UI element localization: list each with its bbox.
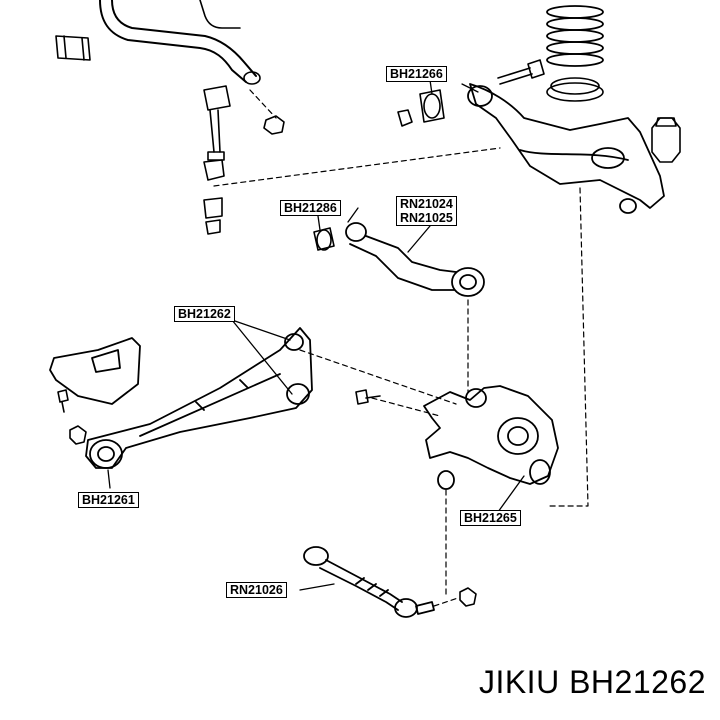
stabilizer-bar <box>99 0 261 85</box>
lower-control-arm <box>467 83 665 214</box>
upper-arm-bushing <box>397 89 445 127</box>
label-rn21026-text: RN21026 <box>230 583 283 597</box>
label-bh21261-text: BH21261 <box>82 493 135 507</box>
label-rn21024-text: RN21024 <box>400 197 453 211</box>
upper-link-arm <box>345 222 485 297</box>
stabilizer-leader-line <box>249 89 277 119</box>
toe-link-bushing <box>313 227 335 251</box>
upper-arm-bolt <box>497 59 545 85</box>
brand-caption: JIKIU BH21262 <box>479 664 706 701</box>
label-rn21025-text: RN21025 <box>400 211 453 225</box>
label-bh21265: BH21265 <box>460 510 521 526</box>
lower-link <box>303 546 435 618</box>
label-bh21286: BH21286 <box>280 200 341 216</box>
label-rn21026: RN21026 <box>226 582 287 598</box>
subframe-bracket <box>49 337 141 405</box>
label-bh21262: BH21262 <box>174 306 235 322</box>
bracket-bolt <box>57 389 69 413</box>
caption-part-number: BH21262 <box>569 664 706 700</box>
label-pointers <box>107 79 525 591</box>
label-bh21262-text: BH21262 <box>178 307 231 321</box>
coil-spring <box>546 5 604 67</box>
brand-name: JIKIU <box>478 664 560 700</box>
bump-stop <box>651 117 681 163</box>
lower-link-nut <box>459 587 477 607</box>
trailing-arm <box>85 327 313 469</box>
stabilizer-link <box>203 85 231 235</box>
knuckle-bolt <box>355 389 381 405</box>
spring-seat <box>546 77 604 102</box>
knuckle <box>423 385 559 490</box>
bracket-nut <box>69 425 87 445</box>
label-bh21261: BH21261 <box>78 492 139 508</box>
label-bh21265-text: BH21265 <box>464 511 517 525</box>
stabilizer-nut <box>263 115 285 135</box>
link-to-arm-leader <box>213 147 501 187</box>
label-bh21266-text: BH21266 <box>390 67 443 81</box>
leader-lines <box>299 187 589 607</box>
label-bh21286-text: BH21286 <box>284 201 337 215</box>
label-rn21024-rn21025: RN21024 RN21025 <box>396 196 457 226</box>
label-bh21266: BH21266 <box>386 66 447 82</box>
stabilizer-bushing <box>55 35 91 61</box>
